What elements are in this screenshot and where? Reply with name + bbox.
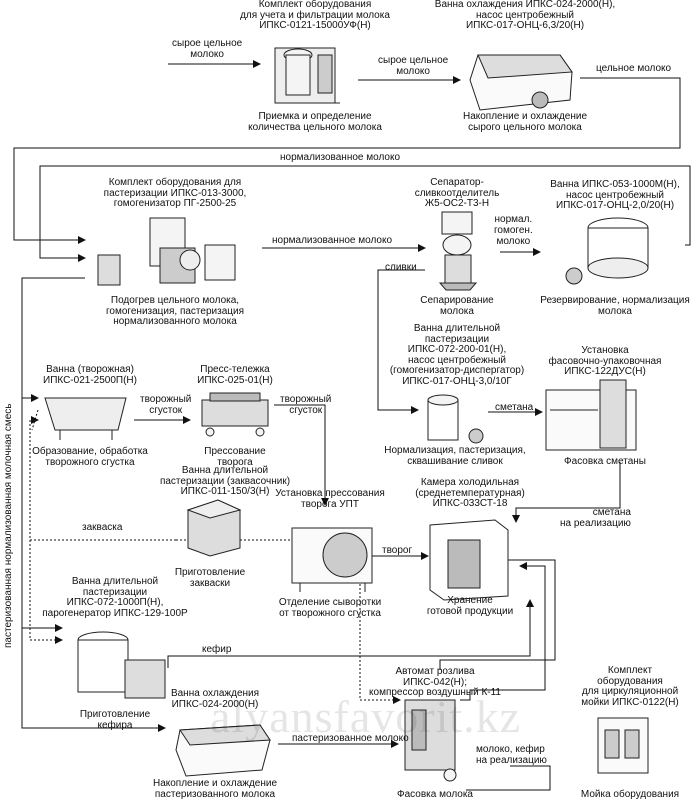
flow-whole-milk	[13, 77, 681, 244]
flow-kefir	[167, 599, 534, 668]
flow-mixture	[21, 277, 85, 402]
bottler-caption: Фасовка молока	[397, 789, 473, 800]
press-cart-icon	[201, 392, 269, 437]
flow-label-raw-mid: сырое цельное молоко	[378, 55, 449, 77]
flow-label-sour-cream: сметана	[495, 402, 534, 413]
bottling-machine-icon	[404, 699, 457, 782]
cip-washing-icon	[597, 717, 649, 774]
upt-caption: Отделение сыворотки от творожного сгустк…	[278, 597, 382, 619]
flow-label-cream: сливки	[385, 262, 417, 273]
pack-title: Установка фасовочно-упаковочная ИПКС-122…	[548, 345, 662, 377]
cip-title: Комплект оборудования для циркуляционной…	[581, 665, 679, 708]
flow-label-kefir: кефир	[202, 644, 232, 655]
flow-label-curd2: творожный сгусток	[280, 394, 332, 416]
starter-caption: Приготовление закваски	[174, 567, 246, 589]
flow-curd2	[274, 404, 329, 506]
cottage-tank-icon	[44, 397, 127, 440]
packing-machine-icon	[545, 379, 637, 451]
press-title: Пресс-тележка ИПКС-025-01(Н)	[197, 364, 273, 386]
flow-label-normalized-mid: нормализованное молоко	[272, 235, 393, 246]
flow-label-norm-homog: нормал. гомоген. молоко	[494, 214, 533, 247]
flow-starter	[29, 416, 176, 541]
cool-tank1-title: Ванна охлаждения ИПКС-024-2000(Н), насос…	[434, 0, 616, 31]
cottage-caption: Образование, обработка творожного сгустк…	[32, 446, 148, 468]
reserve-caption: Резервирование, нормализация молока	[540, 295, 690, 317]
separator-icon	[438, 211, 478, 291]
pasteurization-equipment-icon	[97, 217, 236, 286]
flow-label-raw-in: сырое цельное молоко	[172, 38, 243, 60]
sour-caption: Нормализация, пастеризация, сквашивание …	[384, 445, 526, 467]
pack-caption: Фасовка сметаны	[564, 456, 646, 467]
flow-milk-kefir-sale	[460, 562, 546, 701]
flow-label-milk-kefir-sale: молоко, кефир на реализацию	[476, 744, 547, 766]
flow-label-past-milk: пастеризованное молоко	[292, 733, 409, 744]
filter-equipment-icon	[274, 47, 340, 104]
filter-caption: Приемка и определение количества цельног…	[248, 111, 382, 133]
flow-label-whole-milk: цельное молоко	[596, 63, 672, 74]
flow-label-normalized-top: нормализованное молоко	[280, 152, 401, 163]
cold-room-icon	[429, 519, 509, 601]
sour-title: Ванна длительной пастеризации ИПКС-072-2…	[389, 323, 525, 387]
cool-tank1-caption: Накопление и охлаждение сырого цельного …	[462, 111, 588, 133]
flow-label-vertical-mixture: пастеризованная нормализованная молочная…	[3, 403, 14, 649]
pasteur-title: Комплект оборудования для пастеризации И…	[103, 177, 247, 209]
cold-title: Камера холодильная (среднетемпературная)…	[415, 477, 525, 509]
kefir-caption: Приготовление кефира	[79, 709, 151, 731]
kefir-title: Ванна длительной пастеризации ИПКС-072-1…	[42, 576, 188, 619]
upt-title: Установка прессования творога УПТ	[275, 488, 385, 510]
filter-title: Комплект оборудования для учета и фильтр…	[240, 0, 390, 31]
starter-tank-icon	[186, 499, 242, 557]
reserve-tank-icon	[565, 217, 649, 285]
starter-title: Ванна длительной пастеризации (заквасочн…	[159, 465, 291, 497]
cool-tank2-title: Ванна охлаждения ИПКС-024-2000(Н)	[170, 688, 260, 710]
flow-label-starter: закваска	[82, 522, 123, 533]
cooling-tank-2-icon	[175, 724, 271, 777]
watermark: alyansfavorit.kz	[210, 691, 522, 742]
bottler-title: Автомат розлива ИПКС-042(Н); компрессор …	[369, 666, 501, 698]
kefir-tank-icon	[77, 631, 166, 699]
upt-press-icon	[291, 527, 373, 592]
press-caption: Прессование творога	[204, 446, 266, 468]
pasteur-caption: Подогрев цельного молока, гомогенизация,…	[106, 295, 244, 327]
flow-for-sale1	[512, 462, 621, 523]
cottage-title: Ванна (творожная) ИПКС-021-2500П(Н)	[43, 364, 137, 386]
flow-normalized-top	[39, 165, 691, 262]
separator-title: Сепаратор- сливкоотделитель Ж5-ОС2-Т3-Н	[414, 177, 500, 209]
reserve-title: Ванна ИПКС-053-1000М(Н), насос центробеж…	[550, 179, 680, 211]
flow-label-for-sale1: сметана на реализацию	[560, 507, 631, 529]
cool-tank2-caption: Накопление и охлаждение пастеризованного…	[152, 778, 278, 800]
cooling-tank-icon	[469, 54, 573, 111]
flow-label-cottage: творог	[382, 545, 413, 556]
cip-caption: Мойка оборудования	[580, 789, 680, 800]
cold-caption: Хранение готовой продукции	[426, 595, 514, 617]
flow-label-curd1: творожный сгусток	[140, 394, 192, 416]
separator-caption: Сепарирование молока	[420, 295, 494, 317]
flow-cream	[377, 269, 425, 414]
sour-cream-tank-icon	[427, 394, 484, 444]
